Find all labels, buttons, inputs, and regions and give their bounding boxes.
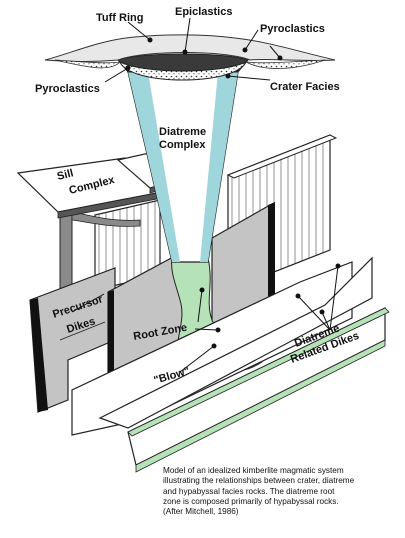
label-tuff-ring: Tuff Ring [96, 12, 143, 24]
diatreme-cone [127, 71, 239, 263]
caption-line: zone is composed primarily of hypabyssal… [163, 496, 339, 506]
caption-line: illustrating the relationships between c… [163, 476, 355, 486]
label-pyroclastics-left: Pyroclastics [35, 83, 100, 95]
label-epiclastics: Epiclastics [175, 6, 232, 18]
figure-caption: Model of an idealized kimberlite magmati… [163, 466, 399, 517]
crater-facies [117, 53, 249, 81]
leader-lines [71, 17, 339, 373]
label-crater-facies: Crater Facies [270, 81, 340, 93]
label-diatreme-line1: Diatreme [159, 126, 206, 138]
label-pyroclastics-right: Pyroclastics [260, 23, 325, 35]
front-dike-plates [71, 256, 390, 473]
leader-dots [125, 37, 341, 349]
label-diatreme-line2: Complex [159, 139, 206, 151]
caption-line: (After Mitchell, 1986) [163, 507, 239, 517]
tuff-ring [44, 34, 336, 69]
label-sill-line1: Sill [56, 167, 75, 183]
precursor-dikes [29, 267, 116, 413]
caption-line: and hypabyssal facies rocks. The diatrem… [163, 486, 335, 496]
caption-line: Model of an idealized kimberlite magmati… [163, 466, 344, 475]
